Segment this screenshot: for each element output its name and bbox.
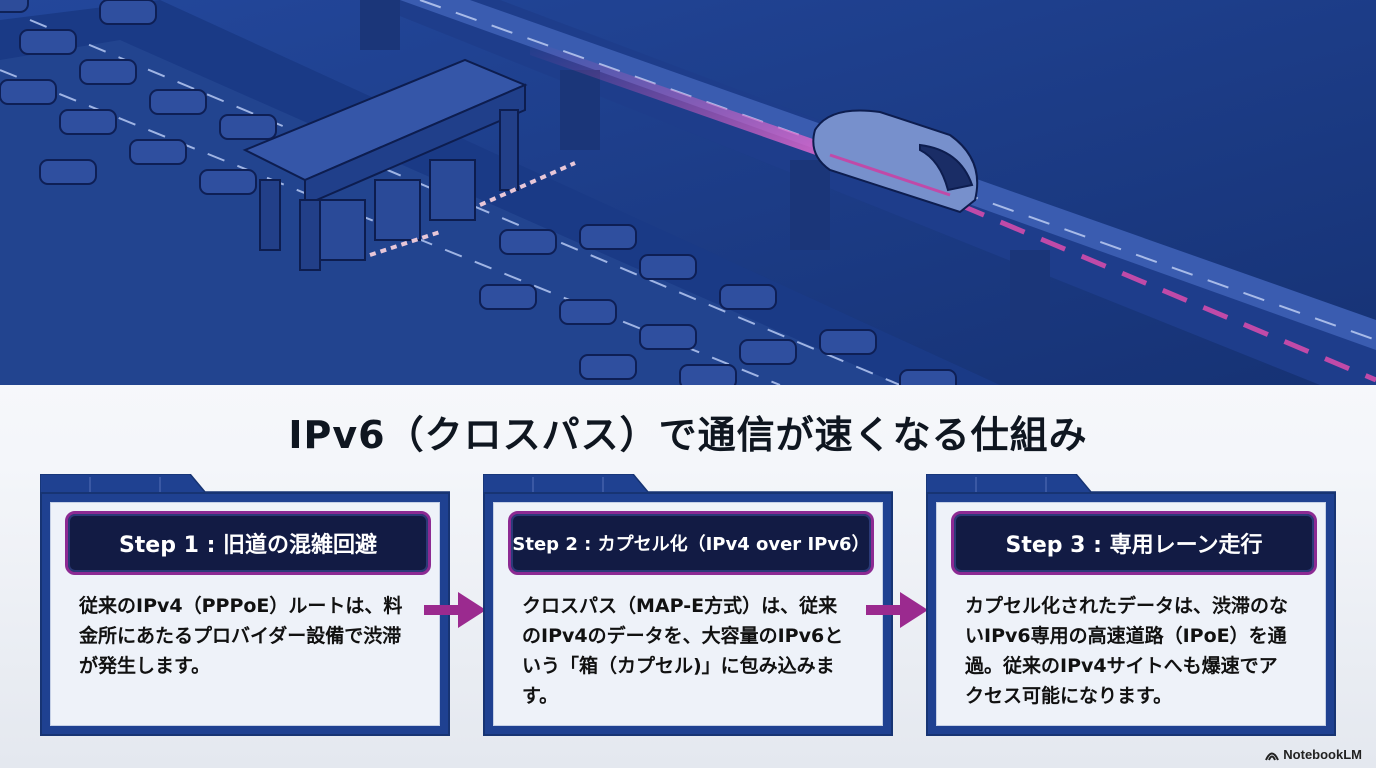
folder-tab [40, 474, 450, 496]
card-content: Step 3 : 専用レーン走行 カプセル化されたデータは、渋滞のないIPv6専… [936, 502, 1326, 726]
folder-tab [483, 474, 893, 496]
arrow-right-icon [866, 592, 928, 628]
card-content: Step 2 : カプセル化（IPv4 over IPv6） クロスパス（MAP… [493, 502, 883, 726]
step-description: カプセル化されたデータは、渋滞のないIPv6専用の高速道路（IPoE）を通過。従… [965, 595, 1289, 707]
logo-text: NotebookLM [1283, 747, 1362, 762]
toll-gate [242, 58, 576, 271]
folder-tab [926, 474, 1336, 496]
traffic-cars [0, 0, 29, 13]
step-label: Step 2 : カプセル化（IPv4 over IPv6） [508, 511, 874, 575]
step-card-1: Step 1 : 旧道の混雑回避 従来のIPv4（PPPoE）ルートは、料金所に… [40, 474, 450, 736]
card-frame: Step 1 : 旧道の混雑回避 従来のIPv4（PPPoE）ルートは、料金所に… [40, 492, 450, 736]
card-frame: Step 3 : 専用レーン走行 カプセル化されたデータは、渋滞のないIPv6専… [926, 492, 1336, 736]
step-label: Step 3 : 専用レーン走行 [951, 511, 1317, 575]
train [812, 109, 979, 214]
arrow-right-icon [424, 592, 486, 628]
notebooklm-icon [1265, 752, 1280, 760]
highway-scene [0, 0, 1376, 385]
hero-illustration [0, 0, 1376, 385]
step-description: 従来のIPv4（PPPoE）ルートは、料金所にあたるプロバイダー設備で渋滞が発生… [79, 595, 403, 677]
car-rows [0, 0, 957, 385]
step-label: Step 1 : 旧道の混雑回避 [65, 511, 431, 575]
step-card-3: Step 3 : 専用レーン走行 カプセル化されたデータは、渋滞のないIPv6専… [926, 474, 1336, 736]
card-frame: Step 2 : カプセル化（IPv4 over IPv6） クロスパス（MAP… [483, 492, 893, 736]
card-content: Step 1 : 旧道の混雑回避 従来のIPv4（PPPoE）ルートは、料金所に… [50, 502, 440, 726]
notebooklm-logo: NotebookLM [1265, 747, 1362, 762]
page-title: IPv6（クロスパス）で通信が速くなる仕組み [288, 413, 1088, 457]
step-description: クロスパス（MAP-E方式）は、従来のIPv4のデータを、大容量のIPv6という… [522, 595, 844, 707]
step-card-2: Step 2 : カプセル化（IPv4 over IPv6） クロスパス（MAP… [483, 474, 893, 736]
